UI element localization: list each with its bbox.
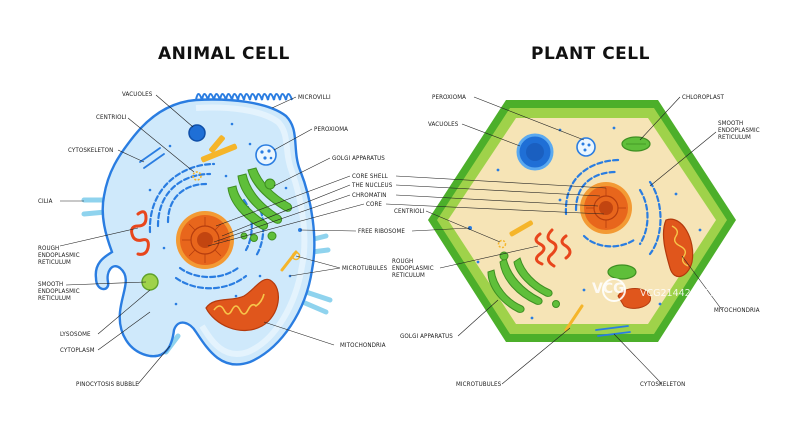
plant-ribosomes (468, 126, 702, 320)
animal-ribosomes (148, 122, 302, 306)
label-plant-vacuoles: VACUOLES (428, 121, 459, 128)
animal-red-er (130, 210, 150, 256)
label-animal-lysosome: LYSOSOME (60, 331, 91, 338)
label-plant-chloroplast: CHLOROPLAST (682, 94, 725, 101)
label-animal-golgi: GOLGI APPARATUS (332, 155, 385, 162)
label-animal-cilia: CILIA (38, 198, 53, 205)
label-animal-pinocytosis: PINOCYTOSIS BUBBLE (76, 381, 139, 388)
watermark-logo-text: VCG (592, 281, 625, 297)
plant-centrioli (497, 220, 534, 249)
label-chromatin: CHROMATIN (352, 192, 387, 199)
watermark-text: VCG21442995758 (640, 288, 727, 299)
label-plant-centrioli: CENTRIOLI (394, 208, 425, 215)
label-core-shell: CORE SHELL (352, 173, 388, 180)
label-animal-centrioli: CENTRIOLI (96, 114, 127, 121)
animal-cell-title: ANIMAL CELL (158, 44, 290, 64)
plant-cell-title: PLANT CELL (531, 44, 650, 64)
leader-lines (59, 94, 723, 385)
plant-peroxioma (576, 137, 596, 157)
plant-microtubules (564, 304, 584, 332)
label-animal-cytoskeleton: CYTOSKELETON (68, 147, 114, 154)
animal-vacuole (188, 124, 206, 142)
plant-rough-er (564, 158, 662, 256)
plant-mitochondria-2 (617, 288, 651, 309)
plant-cell (428, 100, 736, 342)
animal-membrane-highlight (195, 104, 308, 357)
label-plant-peroxioma: PEROXIOMA (432, 94, 467, 101)
plant-nucleus (580, 182, 632, 234)
label-animal-peroxioma: PEROXIOMA (314, 126, 349, 133)
plant-cytoplasm (448, 118, 716, 324)
watermark-logo (602, 278, 626, 302)
animal-microvilli (195, 93, 293, 101)
label-plant-golgi: GOLGI APPARATUS (400, 333, 453, 340)
plant-red-er (534, 228, 572, 268)
label-animal-cytoplasm: CYTOPLASM (60, 347, 95, 354)
animal-centrioli (192, 135, 238, 181)
label-animal-microtubules: MICROTUBULES (342, 265, 388, 272)
animal-peroxioma (255, 144, 277, 166)
label-plant-cytoskeleton: CYTOSKELETON (640, 381, 686, 388)
animal-nucleus (176, 211, 234, 269)
plant-golgi (487, 251, 560, 313)
animal-microtubules (280, 250, 301, 272)
label-animal-mitochondria: MITOCHONDRIA (340, 342, 386, 349)
plant-vacuole-core (526, 143, 544, 161)
label-plant-mitochondria: MITOCHONDRIA (714, 307, 760, 314)
animal-cytoskeleton (139, 147, 165, 169)
label-animal-vacuoles: VACUOLES (122, 91, 153, 98)
label-plant-microtubules: MICROTUBULES (456, 381, 502, 388)
plant-chloroplast-2 (607, 264, 637, 280)
label-core: CORE (366, 201, 383, 208)
label-animal-microvilli: MICROVILLI (298, 94, 331, 101)
animal-golgi (227, 167, 293, 242)
label-the-nucleus: THE NUCLEUS (352, 182, 393, 189)
animal-cell (81, 93, 333, 366)
plant-chloroplast (621, 136, 651, 152)
plant-mitochondria (662, 218, 694, 278)
label-free-ribosome: FREE RIBOSOME (358, 228, 406, 235)
animal-mitochondria (205, 278, 279, 332)
